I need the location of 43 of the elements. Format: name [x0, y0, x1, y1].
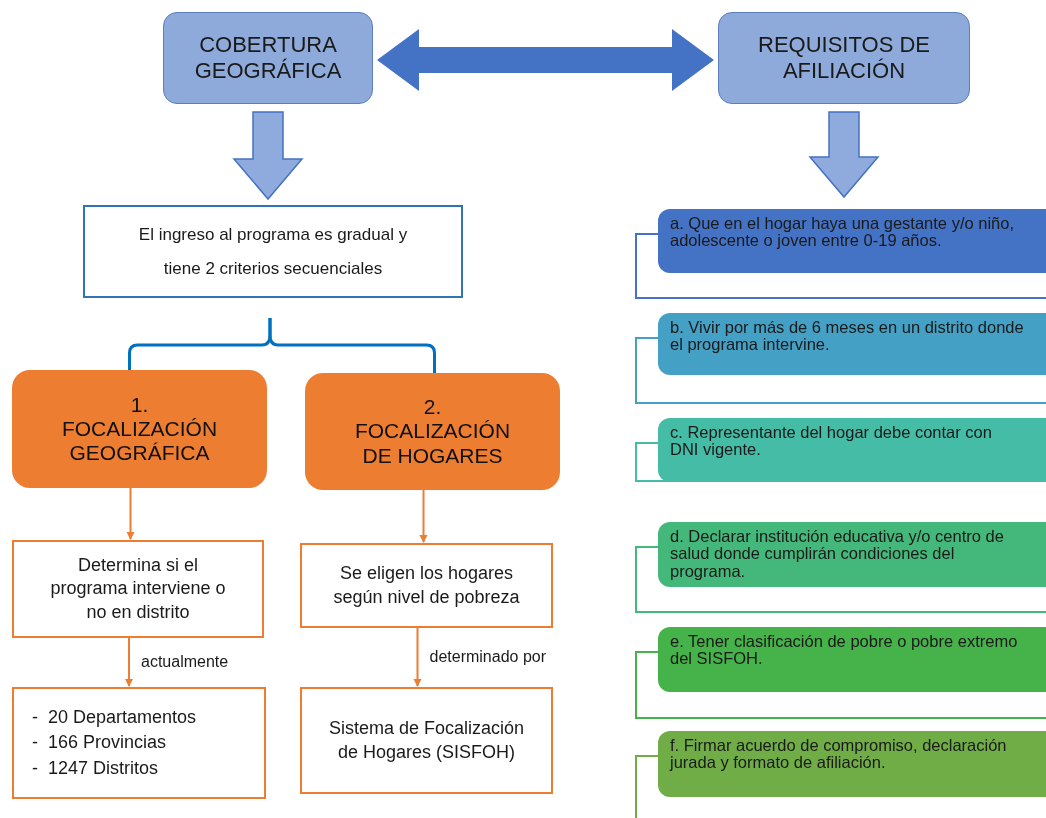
edge-label: determinado por [429, 647, 546, 666]
node-text: - 1247 Distritos [32, 756, 159, 780]
node-text: d. Declarar institución educativa y/o centro de salud donde cumplirán condiciones del programa. [670, 528, 1005, 580]
node-text: a. Que en el hogar haya una gestante y/o niño, adolescente o joven entre 0-19 años. [670, 215, 1015, 250]
double-arrow [377, 29, 714, 91]
rounded-box [12, 370, 267, 488]
arrow [126, 487, 135, 540]
arrow [125, 637, 133, 687]
arrow [419, 489, 428, 543]
requirement-card [658, 418, 1046, 482]
node-text: b. Vivir por más de 6 meses en un distrito donde el programa intervine. [670, 319, 1024, 354]
requirement-card [658, 313, 1046, 375]
requirement-card [658, 209, 1046, 273]
block-arrow [808, 111, 880, 199]
requirement-card [658, 731, 1046, 797]
text-box [83, 205, 463, 298]
requirement-card [658, 522, 1046, 587]
node-text: El ingreso al programa es gradual y tiene 2 criterios secuenciales [137, 223, 409, 280]
node-text: Sistema de Focalización de Hogares (SISFOH) [327, 717, 526, 764]
list-box [12, 687, 266, 799]
requirement-card [658, 627, 1046, 692]
title-box [718, 12, 970, 104]
node-text: Determina si el programa interviene o no en distrito [49, 553, 227, 624]
node-text: c. Representante del hogar debe contar con DNI vigente. [670, 424, 993, 459]
text-box [300, 543, 553, 628]
rounded-box [305, 373, 560, 490]
title-box [163, 12, 373, 104]
brace-line [268, 318, 436, 373]
node-text: f. Firmar acuerdo de compromiso, declaración jurada y formato de afiliación. [670, 737, 1008, 772]
node-text: - 166 Provincias [32, 731, 167, 755]
node-text: FOCALIZACIÓN DE HOGARES [353, 419, 512, 468]
node-text: FOCALIZACIÓN GEOGRÁFICA [60, 416, 219, 466]
node-text: e. Tener clasificación de pobre o pobre extremo del SISFOH. [670, 633, 1019, 668]
node-text: Se eligen los hogares según nivel de pobreza [332, 562, 521, 609]
arrow [413, 627, 422, 687]
node-text: COBERTURA GEOGRÁFICA [194, 32, 342, 84]
node-text: 1. [130, 392, 149, 417]
node-text: REQUISITOS DE AFILIACIÓN [757, 32, 931, 84]
text-box [12, 540, 264, 638]
node-text: - 20 Departamentos [32, 706, 197, 730]
text-box [300, 687, 553, 794]
node-text: 2. [423, 395, 442, 420]
block-arrow [232, 111, 304, 201]
